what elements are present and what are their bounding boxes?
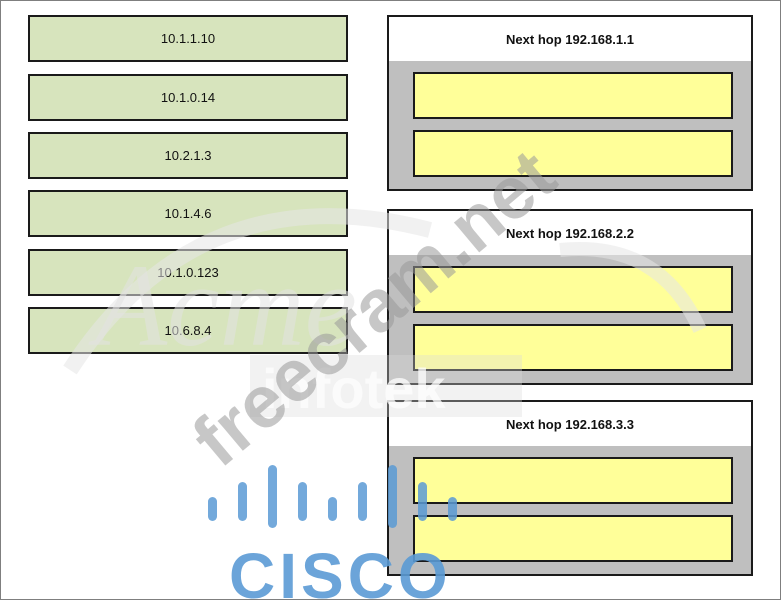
source-item-1[interactable]: 10.1.1.10 — [28, 15, 348, 62]
target-header-2: Next hop 192.168.2.2 — [387, 209, 753, 257]
drop-slot[interactable] — [413, 130, 733, 177]
source-item-label: 10.1.1.10 — [160, 31, 216, 46]
source-item-3[interactable]: 10.2.1.3 — [28, 132, 348, 179]
target-header-1: Next hop 192.168.1.1 — [387, 15, 753, 63]
target-header-3: Next hop 192.168.3.3 — [387, 400, 753, 448]
drop-slot[interactable] — [413, 72, 733, 119]
target-header-label: Next hop 192.168.1.1 — [506, 31, 634, 47]
source-item-5[interactable]: 10.1.0.123 — [28, 249, 348, 296]
drop-slot[interactable] — [413, 457, 733, 504]
target-header-label: Next hop 192.168.2.2 — [506, 225, 634, 241]
drop-slot[interactable] — [413, 266, 733, 313]
source-item-4[interactable]: 10.1.4.6 — [28, 190, 348, 237]
drop-slot[interactable] — [413, 324, 733, 371]
source-item-label: 10.2.1.3 — [164, 148, 212, 163]
target-group-1 — [387, 61, 753, 191]
target-group-2 — [387, 255, 753, 385]
source-item-label: 10.6.8.4 — [164, 323, 212, 338]
source-item-2[interactable]: 10.1.0.14 — [28, 74, 348, 121]
source-item-label: 10.1.0.123 — [157, 265, 219, 280]
drop-slot[interactable] — [413, 515, 733, 562]
source-item-label: 10.1.0.14 — [160, 90, 216, 105]
source-item-6[interactable]: 10.6.8.4 — [28, 307, 348, 354]
source-item-label: 10.1.4.6 — [164, 206, 212, 221]
target-header-label: Next hop 192.168.3.3 — [506, 416, 634, 432]
target-group-3 — [387, 446, 753, 576]
